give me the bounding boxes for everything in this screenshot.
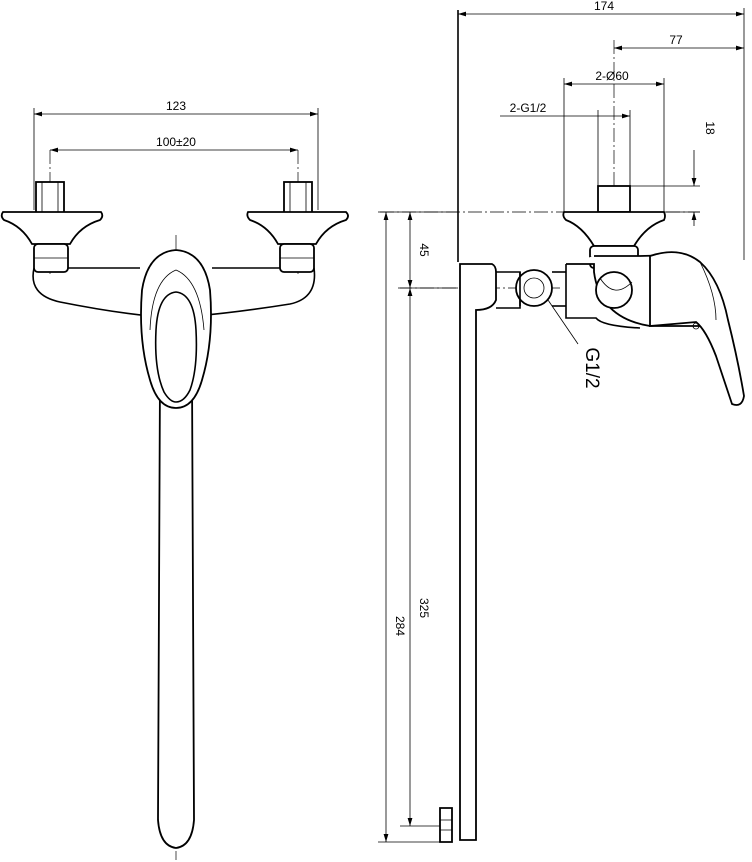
side-lever-screw <box>692 322 700 330</box>
dim-thread-g12: 2-G1/2 <box>510 101 547 115</box>
side-spout <box>459 263 497 841</box>
side-body-cartridge-line <box>599 277 633 291</box>
front-lever-inset-line <box>149 269 205 331</box>
side-outlet-port-inner <box>523 277 545 299</box>
left-inlet-stub <box>35 181 65 215</box>
dim-174: 174 <box>594 0 614 13</box>
side-inlet-stub <box>597 185 631 213</box>
right-inlet-stub <box>283 181 313 215</box>
front-spout <box>157 374 195 849</box>
dim-77: 77 <box>669 33 683 47</box>
left-flange <box>0 211 104 245</box>
front-lever-inset <box>154 291 198 403</box>
side-aerator <box>439 807 453 843</box>
dim-100: 100±20 <box>156 135 196 149</box>
dim-325: 325 <box>417 598 431 618</box>
side-outlet-port <box>515 269 553 307</box>
side-view <box>380 10 745 843</box>
right-flange <box>246 211 349 245</box>
callout-g12: G1/2 <box>581 347 602 388</box>
callout-leader-g12 <box>547 299 579 345</box>
front-dimensions: 123 100±20 <box>33 99 319 210</box>
side-lever-detail <box>699 261 717 321</box>
front-lever <box>140 249 212 409</box>
dim-45: 45 <box>417 243 431 257</box>
side-body-front <box>565 264 641 329</box>
dim-284: 284 <box>393 616 407 636</box>
side-flange <box>562 211 666 247</box>
dim-123: 123 <box>166 99 186 113</box>
side-dimensions: 174 77 2-Ø60 2-G1/2 18 45 325 284 G <box>378 0 745 843</box>
dim-18: 18 <box>703 121 717 135</box>
dim-diameter-60: 2-Ø60 <box>595 69 629 83</box>
side-aerator-line <box>440 819 452 831</box>
front-view <box>0 150 349 860</box>
